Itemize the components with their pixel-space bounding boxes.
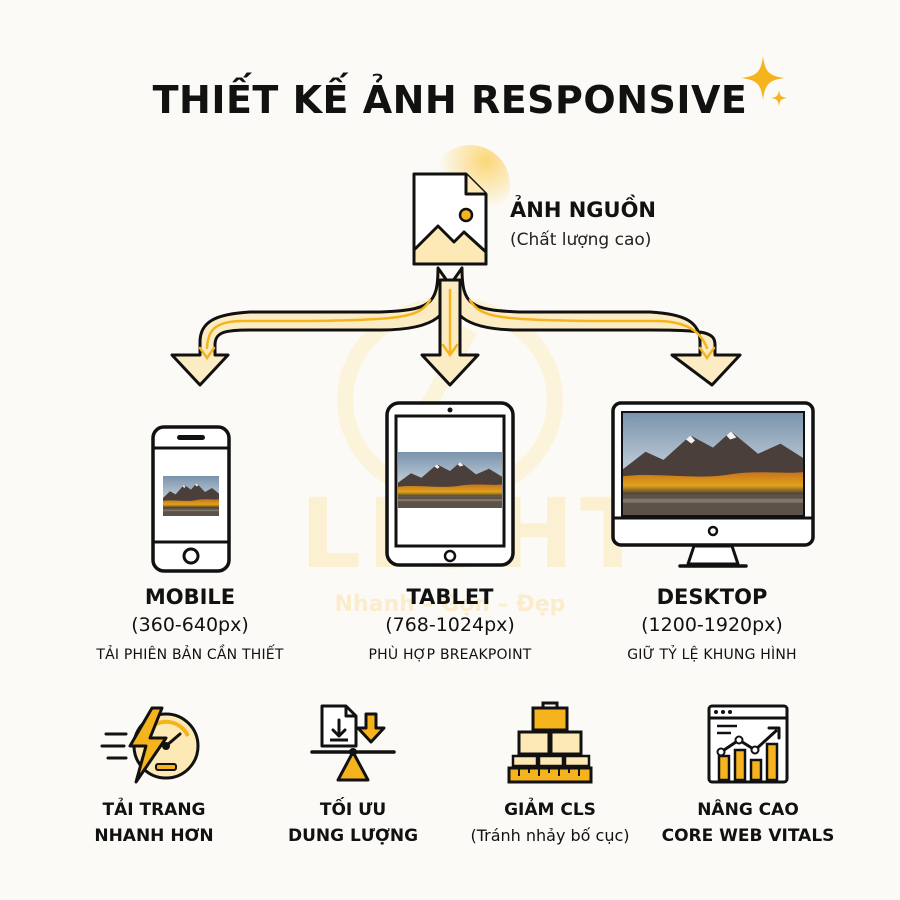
image-file-icon [412, 145, 510, 266]
device-note: PHÙ HỢP BREAKPOINT [368, 647, 532, 663]
device-range: (1200-1920px) [641, 614, 783, 636]
device-name: DESKTOP [656, 585, 768, 609]
source-subtitle: (Chất lượng cao) [510, 230, 652, 250]
stacked-blocks-ruler-icon [507, 701, 593, 784]
benefit-line2: NHANH HƠN [94, 826, 214, 846]
lightning-speedometer-icon [100, 706, 200, 784]
device-name: TABLET [406, 585, 494, 609]
tablet-icon [385, 401, 515, 567]
benefit-line2: (Tránh nhảy bố cục) [470, 826, 630, 845]
benefit-line1: NÂNG CAO [697, 800, 799, 820]
source-title: ẢNH NGUỒN [510, 198, 657, 222]
sparkle-icon [741, 56, 787, 106]
benefit-line2: DUNG LƯỢNG [287, 826, 419, 846]
device-range: (360-640px) [131, 614, 249, 636]
benefit-line1: GIẢM CLS [504, 800, 596, 820]
device-note: TẢI PHIÊN BẢN CẦN THIẾT [96, 647, 284, 663]
file-scale-icon [310, 704, 396, 782]
watermark-tagline: Nhanh – Gọn – Đẹp [334, 592, 566, 617]
device-range: (768-1024px) [385, 614, 515, 636]
benefit-line2: CORE WEB VITALS [661, 826, 835, 846]
benefit-line1: TỐI ƯU [319, 800, 387, 820]
smartphone-icon [151, 425, 231, 573]
growth-chart-icon [707, 704, 789, 784]
device-name: MOBILE [144, 585, 236, 609]
distribution-arrows [170, 266, 742, 387]
desktop-monitor-icon [611, 401, 815, 568]
page-title: THIẾT KẾ ẢNH RESPONSIVE [152, 78, 748, 122]
benefit-line1: TẢI TRANG [102, 800, 206, 820]
device-note: GIỮ TỶ LỆ KHUNG HÌNH [627, 647, 797, 663]
